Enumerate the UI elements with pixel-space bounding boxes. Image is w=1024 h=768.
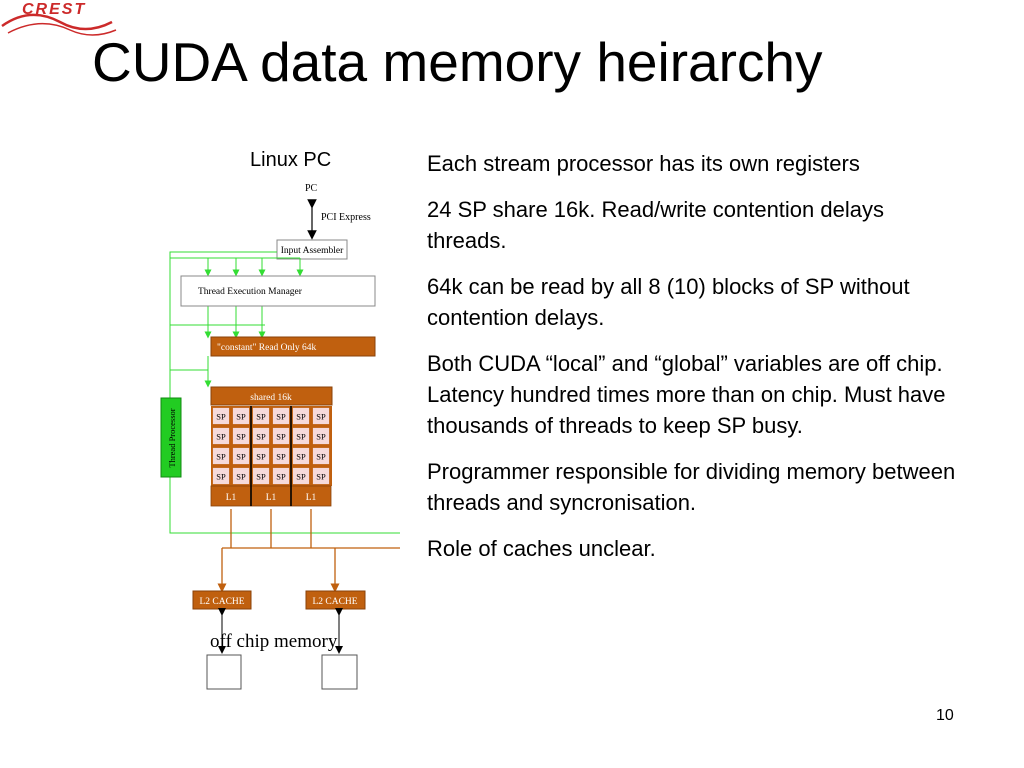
- input-assembler-label: Input Assembler: [281, 246, 344, 256]
- crest-logo: CREST: [1, 1, 117, 36]
- constant-memory-box: [210, 336, 376, 357]
- memory-hierarchy-diagram: Linux PC PC PCI Express Input Assembler …: [160, 149, 400, 690]
- bullet-item: Programmer responsible for dividing memo…: [427, 459, 956, 515]
- pci-label: PCI Express: [321, 212, 371, 223]
- sp-label: SP: [276, 452, 286, 462]
- bullet-item: 24 SP share 16k. Read/write contention d…: [427, 197, 884, 253]
- sp-label: SP: [216, 412, 226, 422]
- sp-cell: [252, 447, 270, 465]
- sp-cell: [232, 467, 250, 485]
- sp-cell: [212, 407, 230, 425]
- memory-chip-left: [206, 654, 242, 690]
- green-links: [169, 251, 400, 534]
- bullet-item: Both CUDA “local” and “global” variables…: [427, 351, 946, 438]
- sp-label: SP: [316, 432, 326, 442]
- thread-processor-label: Thread Processor: [167, 408, 177, 467]
- bullet-item: Each stream processor has its own regist…: [427, 151, 860, 176]
- memory-chip-right: [321, 654, 358, 690]
- sp-label: SP: [216, 472, 226, 482]
- bullet-item: Role of caches unclear.: [427, 536, 656, 561]
- sp-cell: [312, 447, 330, 465]
- off-chip-memory-label: off chip memory: [210, 631, 338, 652]
- sp-label: SP: [256, 472, 266, 482]
- sp-cell: [292, 447, 310, 465]
- sp-cell: [252, 407, 270, 425]
- sp-label: SP: [216, 432, 226, 442]
- sp-cell: [252, 427, 270, 445]
- sp-label: SP: [236, 412, 246, 422]
- sp-cell: [212, 447, 230, 465]
- sp-label: SP: [276, 412, 286, 422]
- sp-cell: [272, 427, 290, 445]
- sp-cell: [312, 427, 330, 445]
- sp-label: SP: [236, 472, 246, 482]
- shared-memory-box: [210, 386, 333, 406]
- l1-cache-label: L1: [226, 493, 237, 503]
- host-label: Linux PC: [250, 149, 331, 171]
- logo-text: CREST: [22, 1, 86, 18]
- sp-cell: [232, 407, 250, 425]
- l2-cache-label-right: L2 CACHE: [312, 597, 357, 607]
- slide-title: CUDA data memory heirarchy: [92, 31, 823, 93]
- l1-cache-label: L1: [306, 493, 317, 503]
- sp-label: SP: [276, 432, 286, 442]
- sp-cell: [272, 467, 290, 485]
- sp-label: SP: [276, 472, 286, 482]
- sp-label: SP: [316, 412, 326, 422]
- input-assembler-box: [276, 239, 348, 260]
- sp-cell: [312, 407, 330, 425]
- sp-label: SP: [296, 412, 306, 422]
- sp-cell: [232, 447, 250, 465]
- sp-cell: [312, 467, 330, 485]
- shared-memory-label: shared 16k: [250, 393, 292, 403]
- sp-label: SP: [256, 412, 266, 422]
- sp-label: SP: [236, 432, 246, 442]
- sp-cell: [252, 467, 270, 485]
- sp-cell: [272, 407, 290, 425]
- thread-execution-manager-box: [180, 275, 376, 307]
- sp-cell: [212, 427, 230, 445]
- sp-label: SP: [296, 452, 306, 462]
- sp-label: SP: [316, 472, 326, 482]
- sp-label: SP: [236, 452, 246, 462]
- orange-bus: [217, 509, 400, 593]
- constant-memory-label: "constant" Read Only 64k: [217, 343, 317, 353]
- l1-cache-label: L1: [266, 493, 277, 503]
- bullet-item: 64k can be read by all 8 (10) blocks of …: [427, 274, 910, 330]
- sp-label: SP: [296, 472, 306, 482]
- sp-label: SP: [316, 452, 326, 462]
- sp-cell: [292, 427, 310, 445]
- stream-processor-grid: SP SP SP SP SP SP SP SP SP SP SP SP SP SP SP SP SP SP SP SP…: [210, 406, 332, 507]
- sp-cell: [272, 447, 290, 465]
- sp-grid-background: [211, 406, 332, 486]
- sp-cell: [292, 467, 310, 485]
- sp-cell: [232, 427, 250, 445]
- sp-label: SP: [216, 452, 226, 462]
- pc-label: PC: [305, 183, 318, 194]
- sp-cell: [292, 407, 310, 425]
- page-number: 10: [936, 707, 954, 724]
- logo-swoosh: [1, 13, 113, 31]
- sp-label: SP: [256, 432, 266, 442]
- thread-execution-manager-label: Thread Execution Manager: [198, 287, 303, 297]
- bullet-list: Each stream processor has its own regist…: [427, 148, 967, 579]
- sp-label: SP: [296, 432, 306, 442]
- sp-cell: [212, 467, 230, 485]
- thread-processor-box: [160, 397, 182, 478]
- l2-cache-label-left: L2 CACHE: [199, 597, 244, 607]
- logo-swoosh-lower: [7, 22, 117, 36]
- sp-label: SP: [256, 452, 266, 462]
